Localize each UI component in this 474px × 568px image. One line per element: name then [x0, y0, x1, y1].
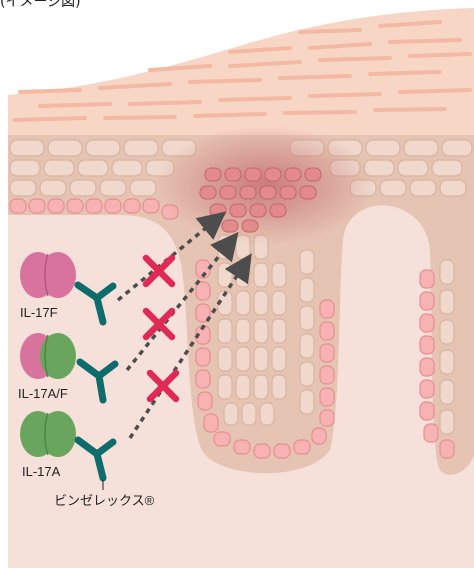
label-il17f: IL-17F: [20, 305, 58, 320]
il17af-dimer-icon: [20, 333, 76, 379]
inflamed-region: [155, 125, 375, 245]
label-bimzelx: ビンゼレックス®: [54, 490, 154, 509]
il17a-dimer-icon: [20, 411, 76, 457]
label-il17af: IL-17A/F: [18, 386, 68, 401]
il17f-dimer-icon: [20, 252, 76, 298]
label-il17a: IL-17A: [22, 464, 60, 479]
cropped-caption: (イメージ図): [0, 0, 81, 11]
